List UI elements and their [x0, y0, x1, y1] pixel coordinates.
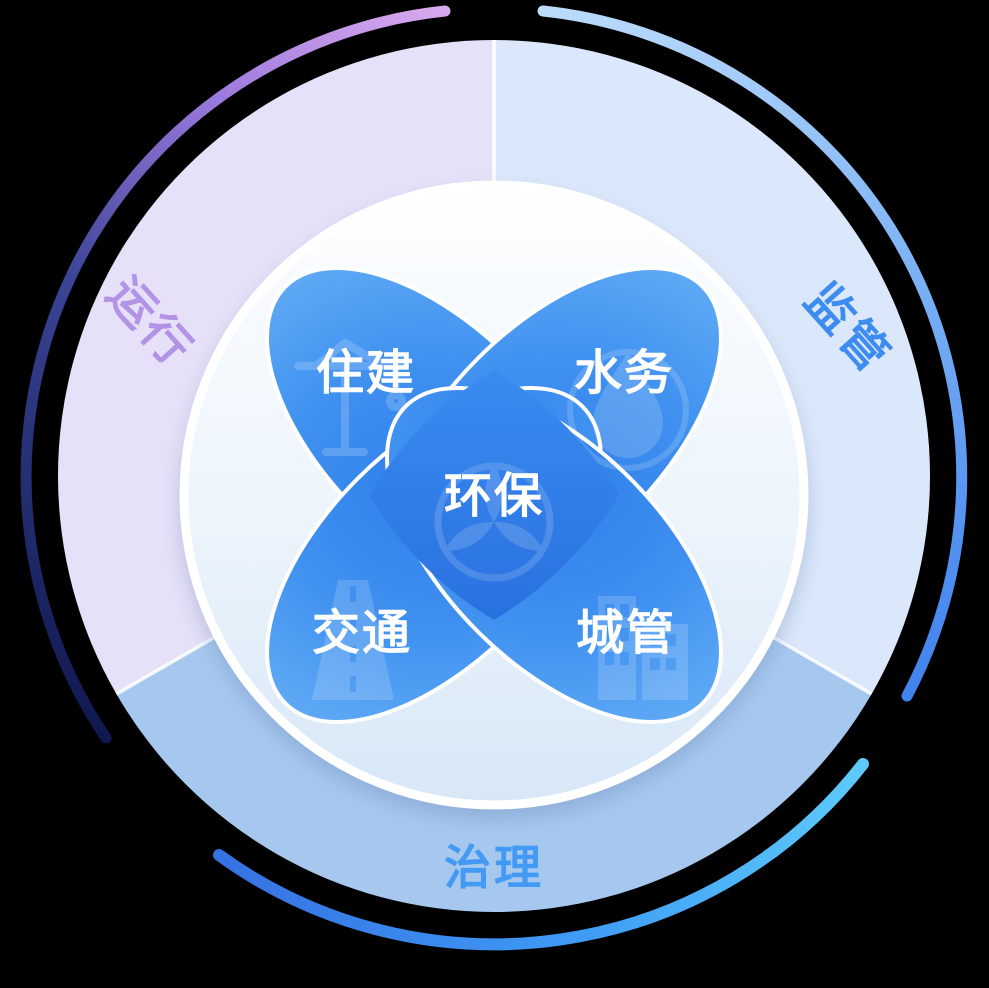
petal-label-city-mgmt: 城管 — [576, 607, 676, 660]
buildings-icon — [598, 596, 688, 700]
outer-decorative-arcs — [20, 5, 968, 951]
sector-label-governance: 治理 — [444, 841, 544, 894]
outer-arc-right — [537, 5, 968, 702]
petal-label-housing: 住建 — [316, 347, 416, 400]
center-label: 环保 — [444, 470, 544, 523]
outer-arc-left — [20, 5, 451, 744]
petal-label-transport: 交通 — [312, 607, 412, 660]
crane-icon — [294, 339, 406, 456]
outer-arc-bottom — [213, 758, 869, 951]
petal-label-water: 水务 — [574, 347, 674, 400]
center-intersection — [369, 370, 619, 620]
water-drop-icon — [567, 349, 689, 471]
leaf-emblem-icon — [434, 462, 554, 582]
road-icon — [312, 580, 394, 700]
